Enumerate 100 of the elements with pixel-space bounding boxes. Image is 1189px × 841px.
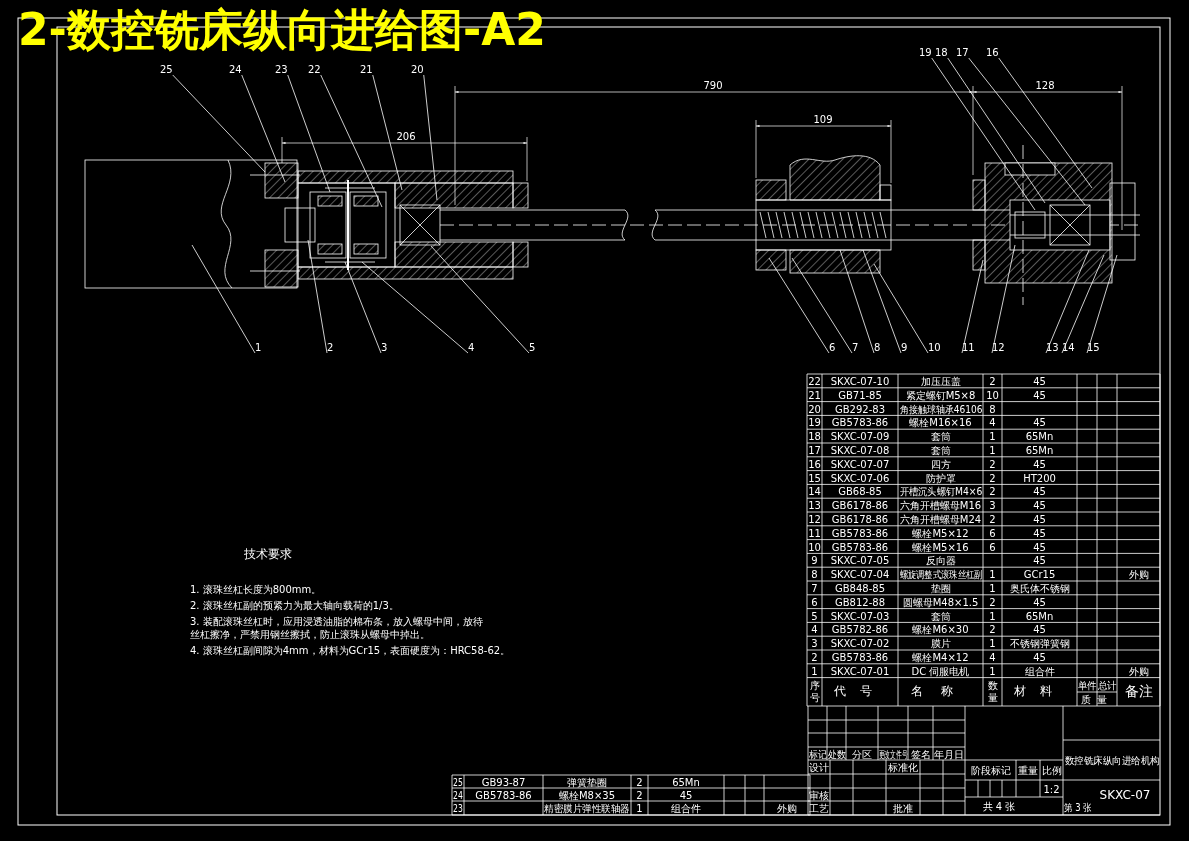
title: 2-数控铣床纵向进给图-A2 <box>18 6 546 55</box>
part-number: 25 <box>453 776 463 787</box>
callout-number: 22 <box>308 64 321 75</box>
column-header: 序号 <box>809 680 820 704</box>
part-number: 8 <box>811 568 818 580</box>
part-name: 防护罩 <box>925 472 956 483</box>
title-block-text: 签名 <box>910 748 931 759</box>
callout-number: 24 <box>229 64 242 75</box>
title-block-text: 工艺 <box>809 802 829 814</box>
callout-number: 20 <box>411 64 424 75</box>
material: 45 <box>1033 596 1046 608</box>
quantity: 1 <box>989 430 996 442</box>
leader-line <box>287 74 331 193</box>
quantity: 6 <box>989 527 996 539</box>
material: 45 <box>1033 541 1046 552</box>
material: 45 <box>1033 527 1046 539</box>
part-number: 13 <box>808 499 821 511</box>
part-number: 24 <box>453 789 463 800</box>
leader-line <box>241 74 286 183</box>
part-number: 20 <box>808 403 821 414</box>
title-block-text: 标准化 <box>888 761 918 773</box>
part-number: 9 <box>811 554 818 566</box>
column-header: 材料 <box>1013 685 1066 699</box>
part-number: 23 <box>453 802 463 814</box>
material: 45 <box>1033 554 1046 566</box>
material: 奥氏体不锈钢 <box>1009 582 1070 594</box>
quantity: 8 <box>989 403 996 414</box>
material: 45 <box>1033 389 1046 401</box>
leader-line <box>839 249 875 354</box>
column-header: 名称 <box>910 685 971 699</box>
material: 45 <box>679 789 693 800</box>
part-name: 圆螺母M48×1.5 <box>902 596 979 608</box>
part-name: 套筒 <box>930 610 951 621</box>
leader-line <box>961 259 984 354</box>
part-code: SKXC-07-01 <box>830 665 890 677</box>
callout-number: 6 <box>829 342 836 353</box>
part-number: 7 <box>811 582 818 594</box>
quantity: 2 <box>989 458 996 470</box>
callout-number: 14 <box>1062 342 1075 353</box>
part-code: GB5783-86 <box>831 527 889 539</box>
requirement-text: 1. 滚珠丝杠长度为800mm。 <box>190 584 322 597</box>
title-block-text: 第 3 张 <box>1064 801 1092 813</box>
part-number: 12 <box>808 513 821 525</box>
part-name: 角接触球轴承46106 <box>899 403 982 414</box>
leader-line <box>862 249 902 354</box>
part-name: 垫圈 <box>930 582 951 594</box>
callout-number: 25 <box>160 64 173 75</box>
callout-number: 10 <box>928 342 941 353</box>
part-name: 膜片 <box>930 637 951 649</box>
leader-line <box>1086 254 1118 354</box>
part-code: SKXC-07-07 <box>830 458 890 470</box>
quantity: 4 <box>989 651 996 663</box>
dimension-text: 206 <box>396 130 416 142</box>
part-number: 2 <box>811 651 818 663</box>
title-block-text: 重量 <box>1018 764 1038 776</box>
title-block-text: 共 4 张 <box>982 800 1016 812</box>
part-number: 15 <box>808 472 821 483</box>
callout-number: 3 <box>381 342 388 353</box>
leader-line <box>191 244 256 354</box>
callout-number: 15 <box>1087 342 1100 353</box>
title-block-text: 设计 <box>809 761 829 773</box>
part-code: SKXC-07-05 <box>830 554 890 566</box>
material: 45 <box>1033 651 1046 663</box>
quantity: 1 <box>989 637 996 649</box>
material: 65Mn <box>1025 610 1054 621</box>
part-name: 弹簧垫圈 <box>567 776 607 787</box>
column-header: 总计 <box>1097 679 1117 691</box>
part-number: 10 <box>808 541 821 552</box>
quantity: 1 <box>989 610 996 621</box>
leader-line <box>1061 254 1105 354</box>
part-name: 开槽沉头螺钉M4×6 <box>899 485 982 497</box>
part-name: 螺栓M6×30 <box>912 623 969 635</box>
quantity: 2 <box>636 789 643 800</box>
part-name: DC 伺服电机 <box>911 665 970 677</box>
section-heading: 技术要求 <box>244 548 292 562</box>
part-number: 17 <box>808 444 821 456</box>
callout-number: 7 <box>852 342 859 353</box>
part-number: 16 <box>808 458 821 470</box>
part-code: SKXC-07-10 <box>830 375 890 387</box>
leader-line <box>768 257 830 354</box>
leader-line <box>991 244 1016 354</box>
title-block-text: 批准 <box>893 802 913 814</box>
callout-number: 12 <box>992 342 1005 353</box>
quantity: 1 <box>636 802 643 814</box>
title-block-text: 分区 <box>852 748 872 759</box>
part-code: SKXC-07-03 <box>830 610 890 621</box>
callout-number: 11 <box>962 342 975 353</box>
part-name: 螺栓M4×12 <box>912 651 969 663</box>
requirement-text: 2. 滚珠丝杠副的预紧力为最大轴向载荷的1/3。 <box>190 600 399 613</box>
material: 65Mn <box>1025 444 1054 456</box>
material: 45 <box>1033 416 1046 428</box>
material: 45 <box>1033 513 1046 525</box>
dimension-text: 790 <box>703 79 723 91</box>
leader-line <box>998 57 1093 189</box>
part-name: 套筒 <box>930 430 951 442</box>
column-header: 单件 <box>1077 679 1097 691</box>
part-name: 反向器 <box>925 554 956 566</box>
quantity: 2 <box>989 472 996 483</box>
quantity: 2 <box>636 776 643 787</box>
material: 不锈钢弹簧钢 <box>1009 637 1070 649</box>
